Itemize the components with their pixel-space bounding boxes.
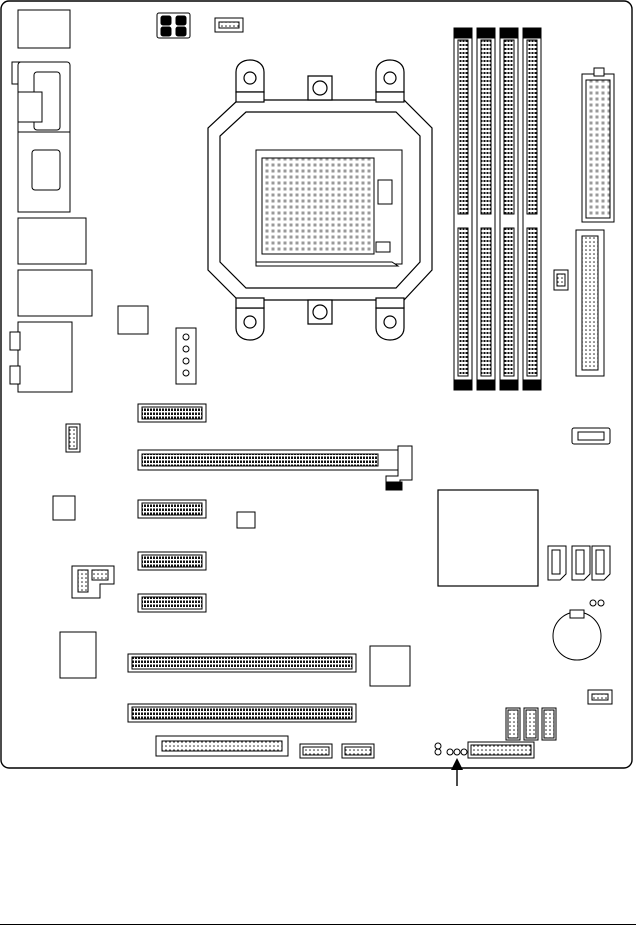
usb-header-1 — [300, 744, 332, 758]
bottom-ide-connector — [156, 736, 288, 756]
usb-connector — [18, 218, 86, 264]
lan-connector — [18, 270, 92, 316]
pci-slot-2 — [128, 704, 356, 722]
io-controller-chip — [118, 306, 148, 334]
dimm-slot-1 — [454, 28, 472, 390]
small-chip — [237, 512, 255, 528]
pcie-x1-slot-3 — [138, 552, 206, 570]
cpu-fan-header — [215, 18, 243, 32]
usb-header-stack — [506, 708, 556, 740]
front-panel-header — [468, 742, 534, 758]
atx-12v-connector — [157, 13, 190, 38]
audio-jacks — [18, 322, 72, 392]
ps2-connector — [18, 10, 70, 48]
atx-power-connector — [582, 68, 614, 222]
dimm-slot-2 — [477, 28, 495, 390]
system-fan-header-2 — [588, 690, 612, 704]
cpu-socket — [256, 150, 402, 266]
pcie-x1-slot-2 — [138, 500, 206, 518]
bios-chip — [53, 496, 75, 520]
floppy-connector — [572, 428, 610, 444]
southbridge-chip — [438, 490, 538, 586]
molex-power-connector — [176, 328, 196, 384]
usb-header-2 — [342, 744, 374, 758]
lan-chip — [370, 646, 410, 686]
pci-slot-1 — [128, 654, 356, 672]
pcie-x1-slot-4 — [138, 594, 206, 612]
front-audio-header — [66, 424, 80, 452]
dimm-slot-4 — [523, 28, 541, 390]
footer-rule — [0, 924, 636, 925]
system-fan-header — [554, 270, 568, 290]
sata-ports — [548, 546, 610, 580]
target-header — [447, 749, 467, 755]
audio-codec-chip — [60, 632, 96, 678]
dimm-slot-3 — [500, 28, 518, 390]
ide-connector — [576, 230, 604, 376]
pcie-x1-slot-1 — [138, 404, 206, 422]
